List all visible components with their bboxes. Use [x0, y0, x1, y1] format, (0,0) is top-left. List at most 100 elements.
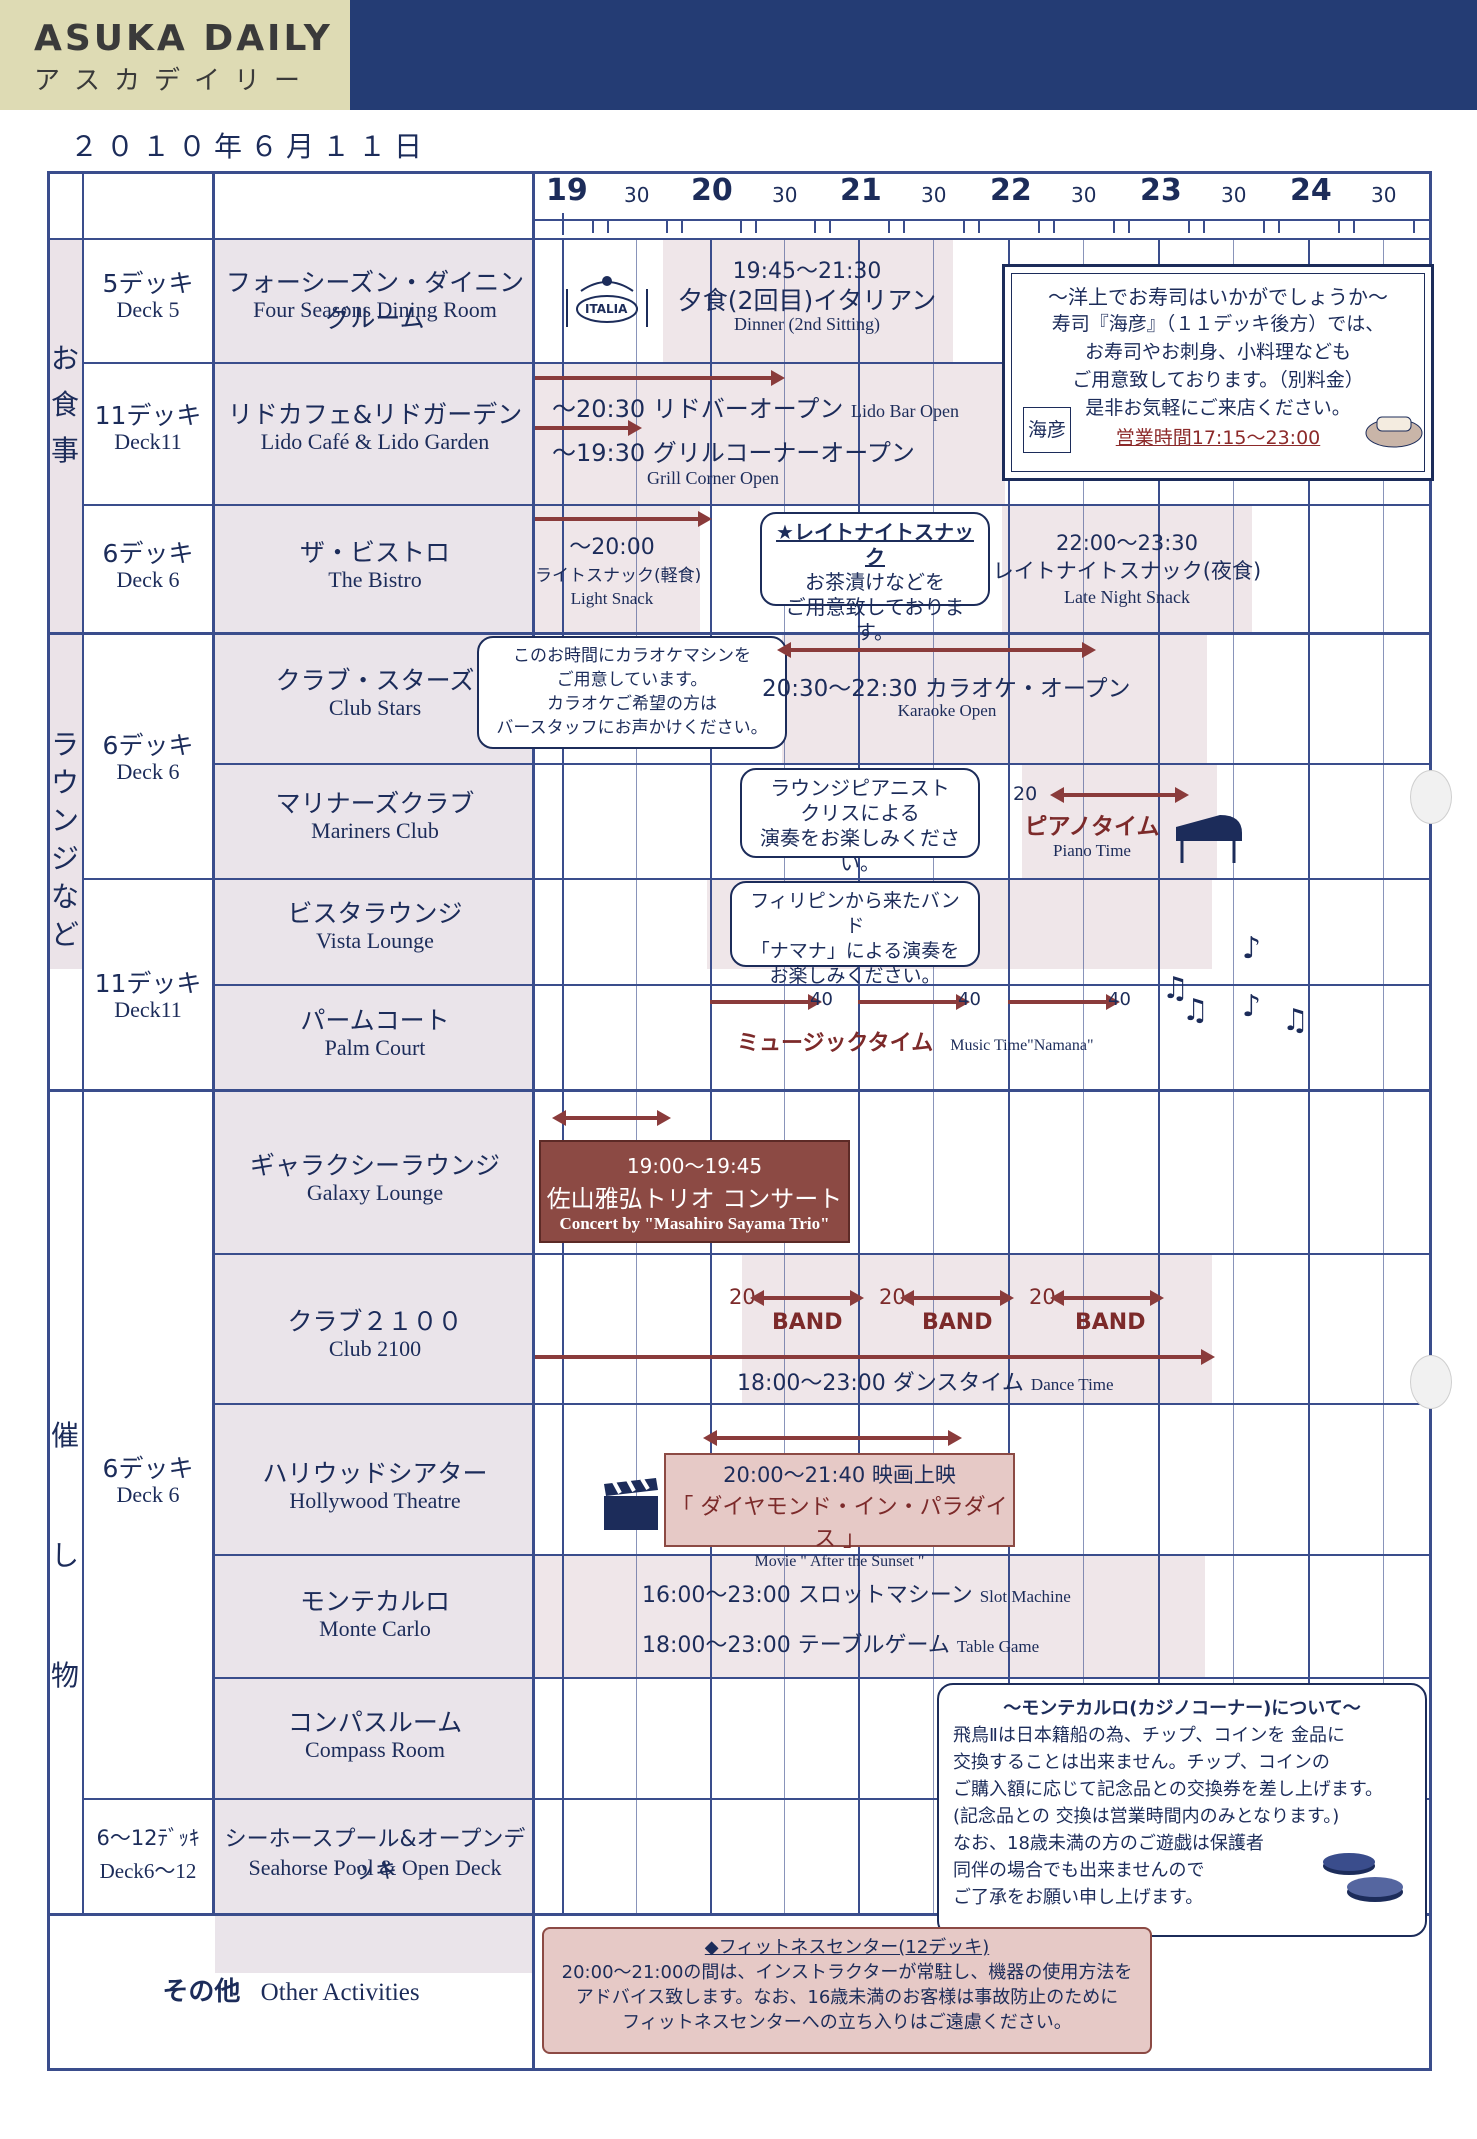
venue-name-jp: ハリウッドシアター	[262, 1459, 488, 1488]
band-bubble: フィリピンから来たバンド 「ナマナ」による演奏を お楽しみください。	[730, 881, 980, 987]
band-arrow	[900, 1290, 1014, 1306]
timeline-tick	[1353, 219, 1355, 233]
bubble-line: このお時間にカラオケマシンを	[513, 646, 751, 666]
piano-bubble: ラウンジピアニスト クリスによる 演奏をお楽しみください。	[740, 768, 980, 875]
venue-name-jp: ザ・ビストロ	[299, 538, 450, 567]
venue-name-en: Club 2100	[328, 1336, 422, 1361]
lido-bar-open-en: Lido Bar Open	[851, 401, 959, 421]
hour-line-21	[858, 238, 860, 1913]
row-line	[212, 1253, 1432, 1255]
grid-col-cat	[82, 171, 84, 1913]
grid-col-venue	[532, 171, 535, 2071]
grid-border-right	[1429, 171, 1432, 2071]
table-game-jp: 18:00～23:00 テーブルゲーム	[642, 1633, 950, 1658]
music-notes-icon: ♪ ♫ ♫ ♪ ♫	[1162, 931, 1309, 1038]
row-line-section	[47, 1913, 1432, 1916]
band-arrow	[750, 1290, 864, 1306]
casino-line: (記念品との 交換は営業時間内のみとなります。)	[953, 1806, 1340, 1827]
karaoke-arrow	[777, 642, 1096, 658]
concert-title-en: Concert by "Masahiro Sayama Trio"	[559, 1214, 830, 1233]
hour-label-23: 23	[1140, 173, 1182, 208]
bubble-line: フィリピンから来たバンド	[750, 890, 960, 937]
bubble-line: お茶漬けなどを	[805, 570, 945, 594]
piano-start-number: 20	[1013, 783, 1038, 805]
hour-line-19	[562, 238, 564, 1913]
piano-icon	[1172, 807, 1246, 865]
table-game-en: Table Game	[956, 1637, 1040, 1656]
hour-label-22: 22	[990, 173, 1032, 208]
half-label-24: 30	[1371, 183, 1397, 207]
piano-arrow	[1050, 787, 1189, 803]
bubble-line: ご用意しています。	[556, 670, 708, 690]
grill-arrow	[535, 420, 642, 436]
row-line	[212, 763, 1432, 765]
grid-border-bottom	[47, 2068, 1432, 2071]
deck-label-jp: 11デッキ	[94, 969, 202, 998]
grid-col-deck	[212, 171, 215, 1913]
fitness-line: 20:00～21:00の間は、インストラクターが常駐し、機器の使用方法を	[561, 1962, 1133, 1983]
half-line-1	[636, 238, 637, 1913]
concert-box: 19:00～19:45 佐山雅弘トリオ コンサート Concert by "Ma…	[539, 1140, 850, 1243]
slot-machine: 16:00～23:00 スロットマシーン Slot Machine	[642, 1577, 1071, 1609]
band-lounge	[47, 633, 82, 969]
dinner-time: 19:45～21:30	[732, 259, 882, 284]
half-label-21: 30	[921, 183, 947, 207]
sushi-line: お寿司やお刺身、小料理なども	[1084, 341, 1351, 363]
sushi-notice: ～洋上でお寿司はいかがでしょうか～ 寿司『海彦』（１１デッキ後方）では、 お寿司…	[1002, 264, 1434, 481]
band-monte	[535, 1554, 1205, 1677]
slot-machine-jp: 16:00～23:00 スロットマシーン	[642, 1583, 973, 1608]
concert-title: 佐山雅弘トリオ コンサート	[546, 1185, 843, 1213]
music-number: 40	[1108, 989, 1131, 1010]
row-line	[82, 1798, 1432, 1800]
bubble-line: 演奏をお楽しみください。	[760, 826, 960, 875]
dance-time-en: Dance Time	[1030, 1375, 1114, 1394]
schedule-grid: 19 30 20 30 21 30 22 30 23 30 24 30 お食事 …	[47, 171, 1434, 2071]
timeline-tick	[607, 219, 609, 233]
casino-line: ご購入額に応じて記念品との交換券を差し上げます。	[953, 1779, 1384, 1800]
half-line-5	[1233, 238, 1234, 1913]
karaoke-bubble: このお時間にカラオケマシンを ご用意しています。 カラオケご希望の方は バースタ…	[477, 636, 787, 749]
timeline-tick	[1038, 219, 1040, 233]
deck-label-jp: 6デッキ	[102, 539, 194, 568]
header-brand-area: ASUKA DAILY アスカデイリー	[0, 0, 350, 110]
casino-chips-icon	[1319, 1840, 1409, 1910]
venue-name-en: Palm Court	[324, 1035, 426, 1060]
deck-label-jp: 11デッキ	[94, 401, 202, 430]
movie-box: 20:00～21:40 映画上映 「 ダイヤモンド・イン・パラダイス 」 Mov…	[664, 1453, 1015, 1570]
venue-name-jp: クラブ・スターズ	[275, 666, 475, 695]
piano-time-en: Piano Time	[1053, 841, 1131, 860]
timeline-tick	[888, 219, 890, 233]
concert-time: 19:00～19:45	[626, 1154, 763, 1178]
karaoke-open-en: Karaoke Open	[897, 701, 997, 720]
music-arrow	[1008, 994, 1120, 1010]
row-line	[82, 362, 1432, 364]
issue-date: ２０１０年６月１１日	[70, 130, 431, 163]
timeline-tick	[1188, 219, 1190, 233]
sushi-hours: 営業時間17:15～23:00	[1115, 427, 1321, 449]
row-line	[212, 1554, 1432, 1556]
lido-bar-open: ～20:30 リドバーオープン Lido Bar Open	[552, 389, 959, 424]
sushi-dish-icon	[1363, 395, 1425, 455]
binder-hole-top	[1410, 770, 1452, 824]
lido-bar-arrow	[535, 370, 785, 386]
row-line	[82, 878, 1432, 880]
timeline-tick	[963, 219, 965, 233]
brand-title-jp: アスカデイリー	[34, 66, 315, 96]
fitness-line: フィットネスセンターへの立ち入りはご遠慮ください。	[622, 2012, 1072, 2033]
movie-arrow	[703, 1430, 962, 1446]
fitness-title: ◆フィットネスセンター(12デッキ)	[704, 1937, 990, 1958]
row-line	[212, 1403, 1432, 1405]
timeline-tick	[1053, 219, 1055, 233]
category-lounge: ラウンジなど	[50, 728, 79, 951]
bubble-line: ラウンジピアニスト	[770, 776, 950, 800]
karaoke-open: 20:30～22:30 カラオケ・オープン	[762, 676, 1131, 702]
category-events: 催し物	[50, 1419, 79, 1692]
venue-name-en: Vista Lounge	[316, 928, 434, 953]
grill-open: ～19:30 グリルコーナーオープン	[552, 439, 915, 467]
dinner-title-en: Dinner (2nd Sitting)	[734, 314, 880, 334]
band-dining	[47, 238, 82, 633]
band-label: BAND	[772, 1310, 843, 1335]
casino-line: 飛鳥Ⅱは日本籍船の為、チップ、コインを 金品に	[953, 1725, 1346, 1746]
deck-label-en: Deck 6	[116, 759, 180, 784]
venue-name-en: Monte Carlo	[319, 1616, 431, 1641]
